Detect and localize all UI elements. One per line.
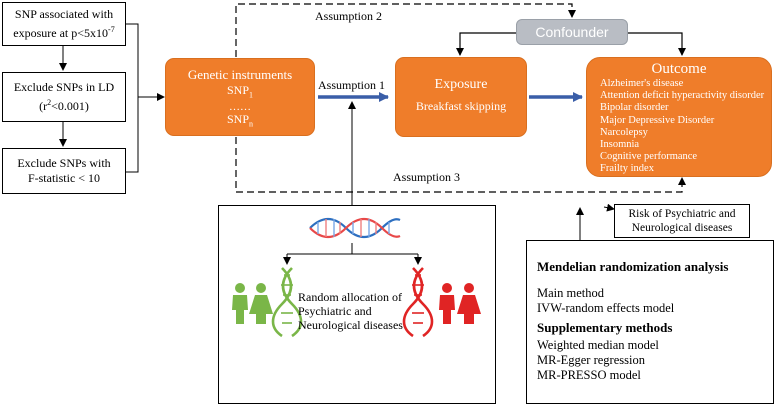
step3-line2: F-statistic < 10 <box>27 171 101 185</box>
outcome-item: Cognitive performance <box>600 151 698 163</box>
main-method-label: Main method <box>537 286 605 300</box>
snp-first: SNP1 <box>226 83 253 100</box>
snp-last: SNPn <box>226 112 253 129</box>
step-box-exclude-weak: Exclude SNPs with F-statistic < 10 <box>2 148 126 194</box>
step-box-snp-association: SNP associated with exposure at p<5x10-7 <box>2 2 126 46</box>
outcome-item: Alzheimer's disease <box>600 78 684 89</box>
risk-line1: Risk of Psychiatric and <box>628 208 736 220</box>
assumption3-dashed-path <box>235 137 686 193</box>
outcome-box: Outcome Alzheimer's disease Attention de… <box>586 57 772 177</box>
exposure-item: Breakfast skipping <box>415 99 507 113</box>
outcome-item: Insomnia <box>600 139 640 151</box>
step3-line1: Exclude SNPs with <box>17 156 111 170</box>
step2-line2: (r2<0.001) <box>39 98 89 113</box>
supp-method-item: MR-Egger regression <box>537 353 645 367</box>
step1-line2: exposure at p<5x10-7 <box>13 25 115 40</box>
risk-box: Risk of Psychiatric and Neurological dis… <box>614 204 750 238</box>
outcome-title: Outcome <box>651 61 707 77</box>
dna-icon-blue <box>309 217 401 239</box>
exposure-box: Exposure Breakfast skipping <box>395 57 527 137</box>
assumption-2-label: Assumption 2 <box>315 9 383 23</box>
risk-line2: Neurological diseases <box>631 222 733 234</box>
outcome-item: Bipolar disorder <box>600 102 669 114</box>
outcome-item: Attention deficit hyperactivity disorder <box>600 90 765 102</box>
arrow-confounder-to-exposure <box>456 32 516 56</box>
outcome-item: Narcolepsy <box>600 126 648 138</box>
step-box-exclude-ld: Exclude SNPs in LD (r2<0.001) <box>2 72 126 122</box>
outcome-list: Alzheimer's disease Attention deficit hy… <box>587 78 771 176</box>
main-method-value: IVW-random effects model <box>537 301 675 315</box>
random-allocation-text: Random allocation of Psychiatric and Neu… <box>298 290 403 332</box>
snp-dots: …… <box>229 101 251 114</box>
outcome-item: Frailty index <box>600 163 654 175</box>
supp-method-item: Weighted median model <box>537 338 659 352</box>
exposure-title: Exposure <box>434 77 488 92</box>
allocation-line3: Neurological diseases <box>298 318 403 332</box>
arrow-confounder-to-outcome <box>628 32 686 56</box>
assumption-1-label: Assumption 1 <box>318 78 386 92</box>
supplementary-title: Supplementary methods <box>537 320 673 335</box>
outcome-item: Major Depressive Disorder <box>600 114 715 126</box>
genetic-instruments-box: Genetic instruments SNP1 …… SNPn <box>165 58 315 136</box>
mr-analysis-box: Mendelian randomization analysis Main me… <box>526 240 774 404</box>
person-icon-green <box>232 283 273 324</box>
arrow-to-risk-box <box>603 203 615 212</box>
genetic-instruments-title: Genetic instruments <box>187 67 293 82</box>
assumption-3-label: Assumption 3 <box>393 170 461 184</box>
dna-icon-red <box>402 267 434 338</box>
bracket-steps <box>126 23 139 173</box>
step1-line1: SNP associated with <box>14 7 114 21</box>
mr-analysis-title: Mendelian randomization analysis <box>537 259 729 274</box>
confounder-label: Confounder <box>535 24 609 40</box>
assumption2-dashed-path <box>235 3 576 57</box>
step2-line1: Exclude SNPs in LD <box>13 80 115 94</box>
dna-icon-green <box>271 267 303 338</box>
allocation-line2: Psychiatric and <box>298 304 372 318</box>
supp-method-item: MR-PRESSO model <box>537 368 641 382</box>
allocation-line1: Random allocation of <box>298 290 402 304</box>
confounder-box: Confounder <box>516 19 628 45</box>
person-icon-red <box>439 283 481 324</box>
random-allocation-box <box>218 205 496 404</box>
